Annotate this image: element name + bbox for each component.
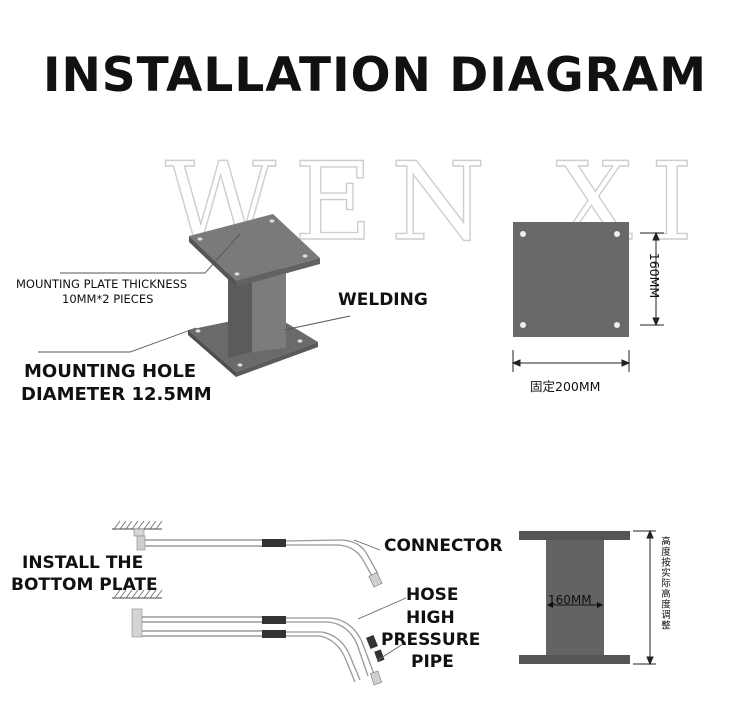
label-install-2: BOTTOM PLATE xyxy=(11,575,158,595)
hole-dot xyxy=(234,272,240,276)
hole-dot xyxy=(269,219,275,223)
i-beam xyxy=(519,531,630,664)
label-install-1: INSTALL THE xyxy=(22,553,144,573)
pipe-leader-lines xyxy=(353,539,407,661)
pipe-assembly xyxy=(112,520,385,686)
label-pipe: PIPE xyxy=(411,652,454,672)
hole-dot xyxy=(297,339,303,343)
hole-dot xyxy=(302,254,308,258)
label-hose: HOSE xyxy=(406,585,459,605)
hole-dot xyxy=(195,329,201,333)
label-hole-2: DIAMETER 12.5MM xyxy=(21,384,212,405)
hole-dot xyxy=(237,363,243,367)
label-height-adjust-cn: 高度按实际高度调整 xyxy=(659,536,670,631)
label-pressure: PRESSURE xyxy=(381,630,481,650)
dimension-lines xyxy=(511,231,664,372)
flat-plate xyxy=(513,222,629,337)
top-plate xyxy=(189,214,320,281)
label-plate-thickness-2: 10MM*2 PIECES xyxy=(62,292,154,306)
beam-dimension xyxy=(633,529,656,666)
page-title: INSTALLATION DIAGRAM xyxy=(42,48,708,103)
label-height-160: 160MM xyxy=(647,252,663,299)
label-connector: CONNECTOR xyxy=(384,536,503,556)
label-plate-thickness-1: MOUNTING PLATE THICKNESS xyxy=(16,277,188,291)
hole-dot xyxy=(197,237,203,241)
bracket-3d xyxy=(188,214,320,377)
label-width-200: 固定200MM xyxy=(530,379,601,394)
label-welding: WELDING xyxy=(338,290,428,310)
column xyxy=(228,262,252,358)
label-high: HIGH xyxy=(406,608,455,628)
label-column-160: 160MM xyxy=(548,593,592,607)
label-hole-1: MOUNTING HOLE xyxy=(24,361,197,382)
leader-lines xyxy=(38,233,351,353)
